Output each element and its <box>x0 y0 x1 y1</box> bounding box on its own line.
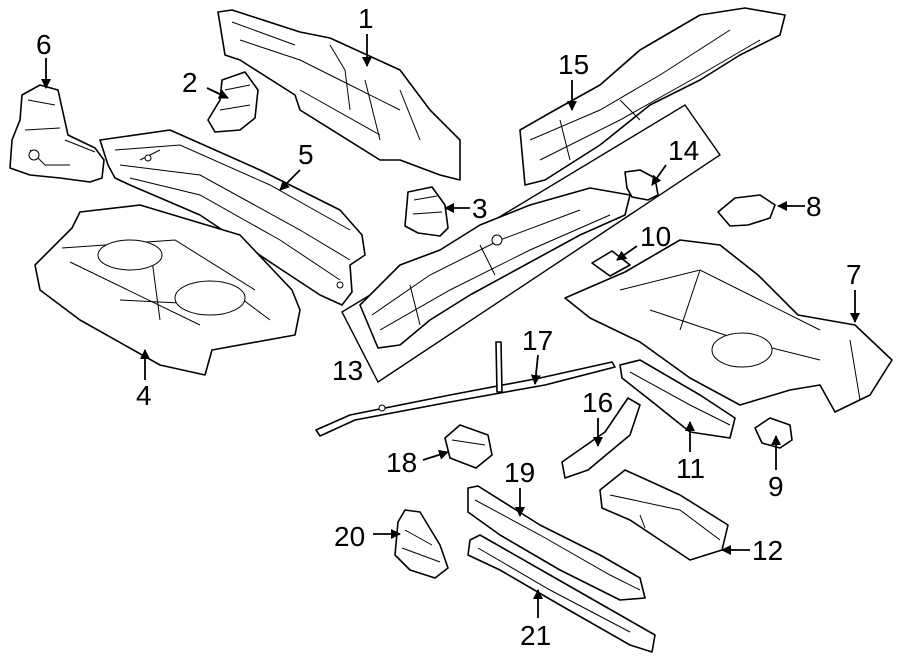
part-12-cross-member <box>599 469 729 561</box>
callout-1: 1 <box>358 3 374 34</box>
callout-13: 13 <box>332 355 363 386</box>
callout-3: 3 <box>472 193 488 224</box>
callout-14: 14 <box>668 135 699 166</box>
part-20-bracket <box>394 509 449 579</box>
part-6-side-bracket <box>9 84 105 183</box>
callout-numbers: 1 2 3 4 5 6 7 8 9 10 11 12 13 14 15 16 1… <box>36 3 862 651</box>
callout-15: 15 <box>558 49 589 80</box>
part-1-rear-panel <box>217 9 461 181</box>
part-10-patch <box>591 250 631 277</box>
part-5-upper-rail <box>99 129 366 306</box>
callout-16: 16 <box>582 387 613 418</box>
leader-lines <box>41 34 860 618</box>
part-15-side-member <box>519 7 786 186</box>
callout-19: 19 <box>504 457 535 488</box>
part-14-clip <box>624 169 659 201</box>
part-3-gusset <box>404 186 449 237</box>
callout-18: 18 <box>386 447 417 478</box>
part-21-rail <box>467 534 656 653</box>
part-11-cross-member <box>619 359 736 439</box>
callout-21: 21 <box>520 620 551 651</box>
callout-17: 17 <box>522 325 553 356</box>
callout-5: 5 <box>298 139 314 170</box>
part-2-bracket <box>207 71 259 133</box>
part-4-package-tray <box>34 204 301 376</box>
callout-12: 12 <box>752 535 783 566</box>
callout-10: 10 <box>640 221 671 252</box>
callout-8: 8 <box>806 191 822 222</box>
part-8-bracket <box>717 194 776 227</box>
callout-6: 6 <box>36 29 52 60</box>
callout-20: 20 <box>334 521 365 552</box>
callout-11: 11 <box>676 453 705 484</box>
part-7-floor-pan <box>564 239 893 413</box>
callout-4: 4 <box>136 380 152 411</box>
part-9-clip <box>754 417 793 449</box>
callout-2: 2 <box>182 67 198 98</box>
callout-7: 7 <box>846 259 862 290</box>
part-13-frame-rail <box>341 104 721 384</box>
callout-9: 9 <box>768 471 784 502</box>
part-18-bracket <box>444 424 493 469</box>
